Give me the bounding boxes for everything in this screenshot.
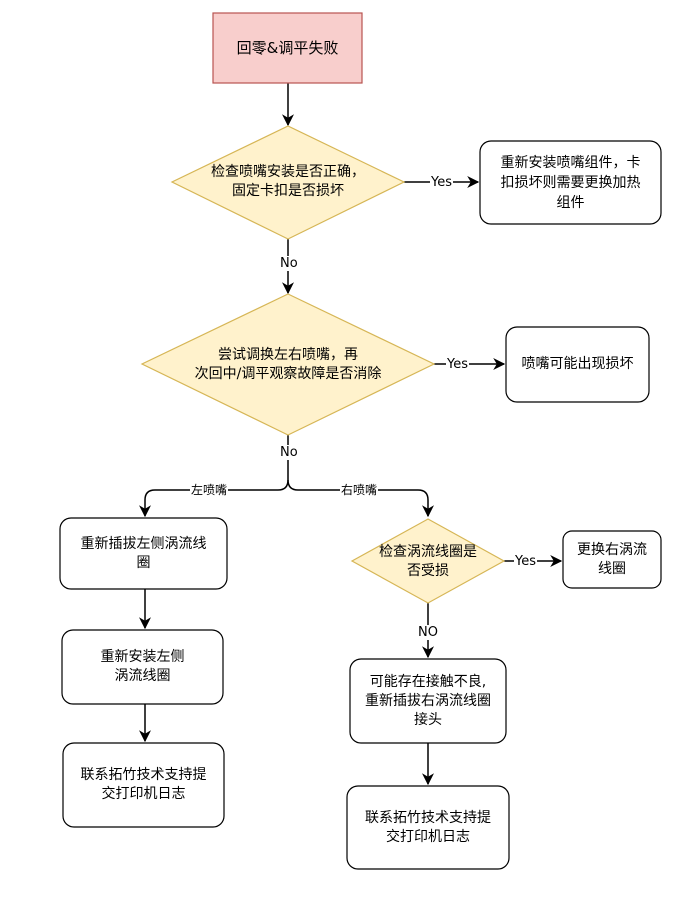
nozzle-damaged-box [505, 326, 650, 403]
edge-label-right-nozzle: 右喷嘴 [340, 483, 379, 498]
swap-nozzles-label: 尝试调换左右喷嘴，再 次回中/调平观察故障是否消除 [194, 347, 382, 382]
reinstall-nozzle-assembly-box [479, 140, 662, 225]
edge-label-yes-1: Yes [430, 175, 453, 190]
edge-label-no-3: NO [417, 625, 439, 640]
edge-right-nozzle [287, 479, 434, 518]
start-label: 回零&调平失败 [236, 38, 339, 57]
replace-right-coil-label: 更换右涡流 线圈 [577, 541, 647, 577]
check-coil-label: 检查涡流线圈是 否受损 [379, 544, 477, 579]
poor-contact-box [349, 658, 507, 744]
replace-right-coil-box [562, 530, 662, 589]
poor-contact-label: 可能存在接触不良, 重新插拔右涡流线圈 接头 [365, 673, 491, 728]
edge-label-yes-2: Yes [446, 357, 469, 372]
reinstall-left-coil-label: 重新安装左侧 涡流线圈 [100, 649, 185, 684]
start-node [212, 12, 363, 84]
check-nozzle-label: 检查喷嘴安装是否正确， 固定卡扣是否损坏 [211, 164, 365, 199]
edge-label-no-1: No [279, 256, 299, 271]
reinstall-left-coil-box [61, 629, 224, 705]
reinstall-nozzle-assembly-label: 重新安装喷嘴组件，卡 扣损坏则需要更换加热 组件 [500, 154, 641, 211]
swap-nozzles-diamond [140, 293, 436, 436]
edge-left-nozzle [139, 479, 289, 518]
contact-support-right-box [346, 785, 510, 870]
nozzle-damaged-label: 喷嘴可能出现损坏 [521, 356, 634, 372]
replug-left-coil-box [59, 517, 228, 590]
edge-label-no-2: No [279, 445, 299, 460]
replug-left-coil-label: 重新插拔左侧涡流线 圈 [80, 535, 207, 571]
contact-support-left-box [62, 742, 225, 828]
contact-support-right-label: 联系拓竹技术支持提 交打印机日志 [365, 809, 491, 845]
check-nozzle-diamond [170, 125, 406, 240]
edge-label-left-nozzle: 左喷嘴 [190, 483, 229, 498]
check-coil-diamond [350, 518, 506, 604]
edge-label-yes-3: Yes [514, 554, 537, 569]
contact-support-left-label: 联系拓竹技术支持提 交打印机日志 [80, 767, 207, 802]
